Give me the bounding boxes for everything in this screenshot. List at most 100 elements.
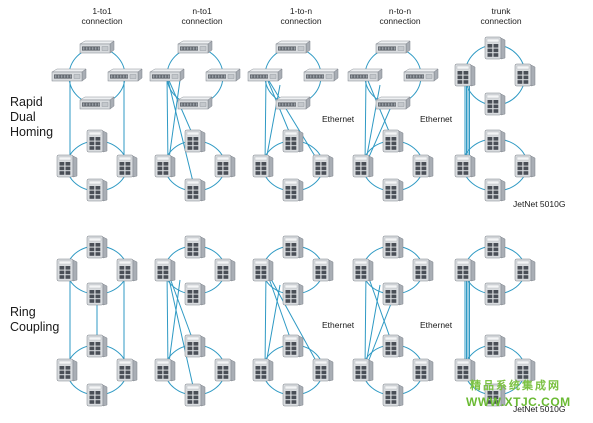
ethernet-link xyxy=(364,84,381,167)
column-header-line1: n-to-n xyxy=(388,6,412,16)
industrial-switch-icon xyxy=(352,258,374,282)
industrial-switch-icon xyxy=(184,129,206,153)
industrial-switch-icon xyxy=(312,358,334,382)
ethernet-link xyxy=(167,79,181,167)
rackmount-switch-icon xyxy=(79,96,115,110)
industrial-switch-icon xyxy=(514,258,536,282)
section-label-rapid-dual-homing: Rapid Dual Homing xyxy=(10,95,53,140)
industrial-switch-icon xyxy=(282,282,304,306)
industrial-switch-icon xyxy=(184,282,206,306)
rackmount-switch-icon xyxy=(375,96,411,110)
industrial-switch-icon xyxy=(484,334,506,358)
rackmount-switch-icon xyxy=(403,68,439,82)
ethernet-link xyxy=(166,75,196,191)
ethernet-link xyxy=(265,75,322,167)
ethernet-link xyxy=(364,99,395,167)
industrial-switch-icon xyxy=(86,129,108,153)
ethernet-link xyxy=(265,269,322,371)
ethernet-link xyxy=(166,75,169,167)
industrial-switch-icon xyxy=(382,235,404,259)
column-header-line1: n-to1 xyxy=(192,6,212,16)
industrial-switch-icon xyxy=(116,154,138,178)
industrial-switch-icon xyxy=(86,383,108,407)
industrial-switch-icon xyxy=(514,154,536,178)
industrial-switch-icon xyxy=(282,383,304,407)
industrial-switch-icon xyxy=(352,358,374,382)
rackmount-switch-icon xyxy=(275,40,311,54)
rackmount-switch-icon xyxy=(177,96,213,110)
industrial-switch-icon xyxy=(454,154,476,178)
ethernet-link xyxy=(364,295,395,371)
industrial-switch-icon xyxy=(282,334,304,358)
industrial-switch-icon xyxy=(382,178,404,202)
ethernet-link xyxy=(364,284,381,371)
industrial-switch-icon xyxy=(312,154,334,178)
ethernet-link xyxy=(264,75,267,167)
jetnet-label-bottom: JetNet 5010G xyxy=(513,404,566,414)
industrial-switch-icon xyxy=(86,334,108,358)
industrial-switch-icon xyxy=(484,383,506,407)
industrial-switch-icon xyxy=(484,36,506,60)
industrial-switch-icon xyxy=(312,258,334,282)
ethernet-link xyxy=(264,269,267,371)
rackmount-switch-icon xyxy=(149,68,185,82)
industrial-switch-icon xyxy=(184,235,206,259)
ethernet-link xyxy=(166,269,196,396)
industrial-switch-icon xyxy=(214,154,236,178)
industrial-switch-icon xyxy=(454,258,476,282)
ethernet-label-bottom-nton: Ethernet xyxy=(420,320,453,330)
rackmount-switch-icon xyxy=(347,68,383,82)
industrial-switch-icon xyxy=(56,154,78,178)
rackmount-switch-icon xyxy=(51,68,87,82)
industrial-switch-icon xyxy=(184,383,206,407)
column-header-line1: 1-to1 xyxy=(92,6,112,16)
industrial-switch-icon xyxy=(382,282,404,306)
industrial-switch-icon xyxy=(252,154,274,178)
industrial-switch-icon xyxy=(56,358,78,382)
industrial-switch-icon xyxy=(484,129,506,153)
watermark-chinese-text: 精品系统集成网 xyxy=(470,379,561,392)
ethernet-link xyxy=(166,269,169,371)
industrial-switch-icon xyxy=(116,258,138,282)
rackmount-switch-icon xyxy=(275,96,311,110)
ethernet-link xyxy=(364,269,367,371)
column-header-line2: connection xyxy=(480,16,522,26)
rackmount-switch-icon xyxy=(205,68,241,82)
industrial-switch-icon xyxy=(184,178,206,202)
section-label-line3: Homing xyxy=(10,125,54,139)
rackmount-switch-icon xyxy=(375,40,411,54)
industrial-switch-icon xyxy=(282,129,304,153)
ethernet-link xyxy=(364,75,367,167)
column-header-nto1: n-to1 connection xyxy=(157,6,247,26)
industrial-switch-icon xyxy=(412,258,434,282)
industrial-switch-icon xyxy=(382,129,404,153)
industrial-switch-icon xyxy=(484,92,506,116)
industrial-switch-icon xyxy=(514,63,536,87)
industrial-switch-icon xyxy=(252,358,274,382)
industrial-switch-icon xyxy=(282,235,304,259)
industrial-switch-icon xyxy=(86,282,108,306)
industrial-switch-icon xyxy=(116,358,138,382)
column-header-trunk: trunk connection xyxy=(456,6,546,26)
industrial-switch-icon xyxy=(252,258,274,282)
industrial-switch-icon xyxy=(154,258,176,282)
column-header-1ton: 1-to-n connection xyxy=(256,6,346,26)
industrial-switch-icon xyxy=(514,358,536,382)
column-header-line2: connection xyxy=(280,16,322,26)
industrial-switch-icon xyxy=(154,358,176,382)
rackmount-switch-icon xyxy=(107,68,143,82)
column-header-line2: connection xyxy=(379,16,421,26)
ethernet-link xyxy=(365,269,394,347)
rackmount-switch-icon xyxy=(247,68,283,82)
ethernet-link xyxy=(264,84,281,167)
industrial-switch-icon xyxy=(454,358,476,382)
column-header-1to1: 1-to1 connection xyxy=(57,6,147,26)
industrial-switch-icon xyxy=(86,235,108,259)
section-label-line1: Rapid xyxy=(10,95,43,109)
industrial-switch-icon xyxy=(56,258,78,282)
industrial-switch-icon xyxy=(184,334,206,358)
section-label-line2: Coupling xyxy=(10,320,60,334)
ethernet-link xyxy=(265,269,294,347)
industrial-switch-icon xyxy=(484,282,506,306)
